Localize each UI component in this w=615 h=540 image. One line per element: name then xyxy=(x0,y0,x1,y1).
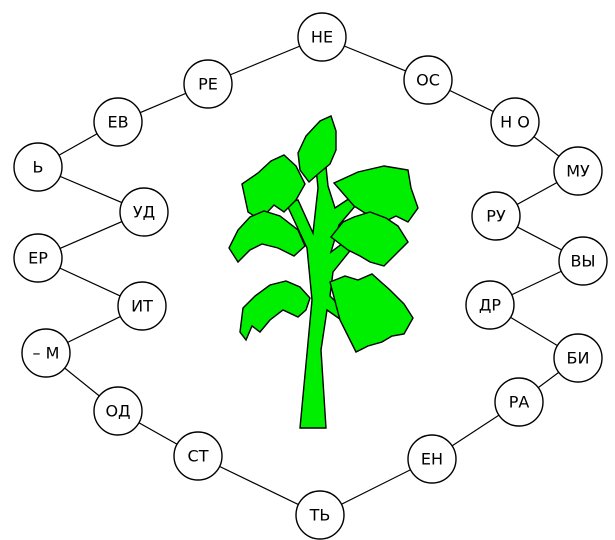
syllable-label: МУ xyxy=(566,162,590,181)
syllable-label: ОД xyxy=(105,402,130,421)
syllable-node: БИ xyxy=(553,333,603,383)
syllable-node: МУ xyxy=(553,146,603,196)
syllable-node: ОД xyxy=(93,386,143,436)
syllable-node: СТ xyxy=(173,431,223,481)
syllable-label: – М xyxy=(33,344,60,363)
tree-leaf xyxy=(330,211,409,267)
syllable-label: СТ xyxy=(188,447,209,466)
syllable-node: УД xyxy=(119,187,169,237)
syllable-node: ВЫ xyxy=(558,236,608,286)
syllable-label: ОС xyxy=(416,71,440,90)
syllable-node: РЕ xyxy=(183,59,233,109)
syllable-node: ТЬ xyxy=(295,490,345,540)
syllable-label: УД xyxy=(133,203,155,222)
syllable-label: РУ xyxy=(486,207,506,226)
syllable-nodes: НЕ ОС Н О МУ РУ ВЫ xyxy=(13,12,608,540)
syllable-node: Н О xyxy=(490,97,540,147)
syllable-label: ЕН xyxy=(421,450,443,469)
syllable-label: НЕ xyxy=(311,28,333,47)
syllable-label: ТЬ xyxy=(309,506,331,525)
tree-leaf xyxy=(329,273,414,353)
syllable-label: ИТ xyxy=(131,297,153,316)
syllable-node: ОС xyxy=(403,55,453,105)
tree-leaf xyxy=(239,280,311,342)
syllable-node: ЕН xyxy=(407,434,457,484)
tree-leaf xyxy=(228,210,306,264)
syllable-node: ЕР xyxy=(13,233,63,283)
syllable-label: ДР xyxy=(479,296,502,315)
syllable-node: ДР xyxy=(465,280,515,330)
syllable-label: Ь xyxy=(33,158,44,177)
syllable-label: ЕР xyxy=(28,249,48,268)
syllable-node: РА xyxy=(494,377,544,427)
syllable-node: ЕВ xyxy=(93,97,143,147)
tree-leaf xyxy=(297,115,337,184)
syllable-label: ВЫ xyxy=(570,252,595,271)
syllable-label: РЕ xyxy=(198,75,218,94)
syllable-node: – М xyxy=(21,328,71,378)
syllable-node: РУ xyxy=(471,191,521,241)
syllable-node: НЕ xyxy=(297,12,347,62)
tree-illustration xyxy=(228,115,419,429)
syllable-label: БИ xyxy=(567,349,590,368)
syllable-label: Н О xyxy=(500,113,530,132)
syllable-node: Ь xyxy=(13,142,63,192)
syllable-label: РА xyxy=(509,393,530,412)
syllable-label: ЕВ xyxy=(107,113,128,132)
syllable-node: ИТ xyxy=(117,281,167,331)
